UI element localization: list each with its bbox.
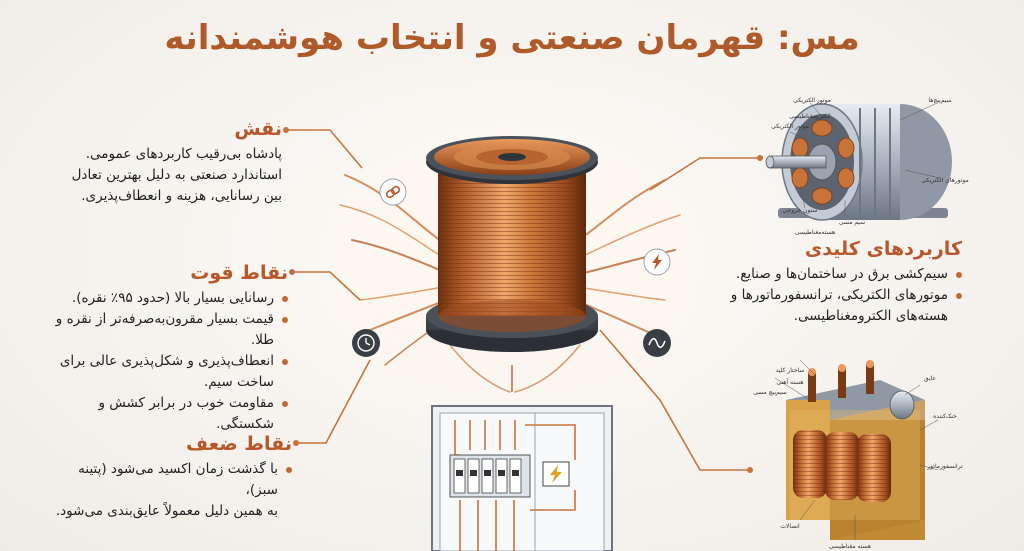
electric-motor-illustration: موتور الکتریکی الکترومغناطیسی موتور الکتری… [765, 97, 969, 236]
application-item: سیم‌کشی برق در ساختمان‌ها و صنایع. [726, 264, 962, 285]
application-item: موتورهای الکتریکی، ترانسفورماتورها و هست… [726, 285, 962, 327]
transformer-callout-label: عایق [924, 375, 936, 382]
connector-dots [283, 127, 763, 473]
motor-labels: موتور الکتریکی الکترومغناطیسی موتور الکتری… [771, 97, 969, 236]
electrical-panel [431, 405, 613, 551]
motor-callout-label: موتور الکتریکی [771, 123, 809, 130]
clock-icon [352, 329, 380, 357]
role-line: استاندارد صنعتی به دلیل بهترین تعادل [71, 167, 282, 183]
page-title: مس: قهرمان صنعتی و انتخاب هوشمندانه [164, 18, 860, 58]
motor-callout-label: ستون خروجی [783, 207, 818, 214]
applications-section: کاربردهای کلیدی سیم‌کشی برق در ساختمان‌ه… [726, 238, 962, 327]
transformer-callout-label: خنک‌کننده [933, 413, 957, 420]
role-section: نقش پادشاه بی‌رقیب کاربردهای عمومی. استا… [60, 118, 282, 207]
copper-spool [426, 136, 598, 352]
weakness-item: با گذشت زمان اکسید می‌شود (پتینه سبز)، [52, 459, 292, 501]
strengths-list: رسانایی بسیار بالا (حدود ۹۵٪ نقره). قیمت… [52, 288, 288, 435]
applications-heading: کاربردهای کلیدی [804, 238, 962, 260]
strength-item: رسانایی بسیار بالا (حدود ۹۵٪ نقره). [52, 288, 288, 309]
wave-icon [643, 329, 671, 357]
strength-item: مقاومت خوب در برابر کشش و شکستگی. [52, 393, 288, 435]
applications-list: سیم‌کشی برق در ساختمان‌ها و صنایع. موتور… [726, 264, 962, 327]
strengths-heading: نقاط قوت [190, 262, 288, 284]
lightning-icon [643, 248, 671, 276]
motor-callout-label: الکترومغناطیسی [789, 113, 831, 120]
role-line: بین رسانایی، هزینه و انعطاف‌پذیری. [81, 188, 282, 204]
transformer-callout-label: اتصالات [780, 523, 800, 530]
transformer-callout-label: سیم‌پیچ مسی [753, 389, 787, 396]
weaknesses-list: با گذشت زمان اکسید می‌شود (پتینه سبز)، [52, 459, 292, 501]
transformer-callout-label: ترانسفورماتور [926, 463, 963, 470]
motor-callout-label: موتور الکتریکی [793, 97, 831, 104]
role-line: پادشاه بی‌رقیب کاربردهای عمومی. [85, 146, 282, 162]
motor-callout-label: سیم مسی [839, 219, 865, 226]
weaknesses-section: نقاط ضعف با گذشت زمان اکسید می‌شود (پتین… [52, 433, 292, 522]
weaknesses-heading: نقاط ضعف [185, 433, 292, 455]
role-heading: نقش [234, 118, 282, 140]
weakness-line: به همین دلیل معمولاً عایق‌بندی می‌شود. [55, 503, 278, 519]
strengths-section: نقاط قوت رسانایی بسیار بالا (حدود ۹۵٪ نق… [52, 262, 288, 435]
connector-lines [286, 129, 760, 471]
transformer-callout-label: هسته آهنی [776, 377, 803, 386]
transformer-callout-label: ساختار کلید [776, 367, 805, 374]
motor-callout-label: موتورهای الکتریکی [921, 177, 969, 184]
transformer-illustration: ساختار کلید هسته آهنی سیم‌پیچ مسی عایق خنک‌ک… [753, 359, 963, 550]
chain-link-icon [379, 178, 407, 206]
transformer-labels: ساختار کلید هسته آهنی سیم‌پیچ مسی عایق خنک‌ک… [753, 367, 963, 550]
transformer-callout-label: هسته مغناطیسی [829, 543, 871, 550]
strength-item: قیمت بسیار مقرون‌به‌صرفه‌تر از نقره و طل… [52, 309, 288, 351]
strength-item: انعطاف‌پذیری و شکل‌پذیری عالی برای ساخت … [52, 351, 288, 393]
motor-callout-label: هسته‌مغناطیسی [795, 229, 835, 236]
motor-callout-label: سیم‌پیچ‌ها [928, 97, 951, 104]
